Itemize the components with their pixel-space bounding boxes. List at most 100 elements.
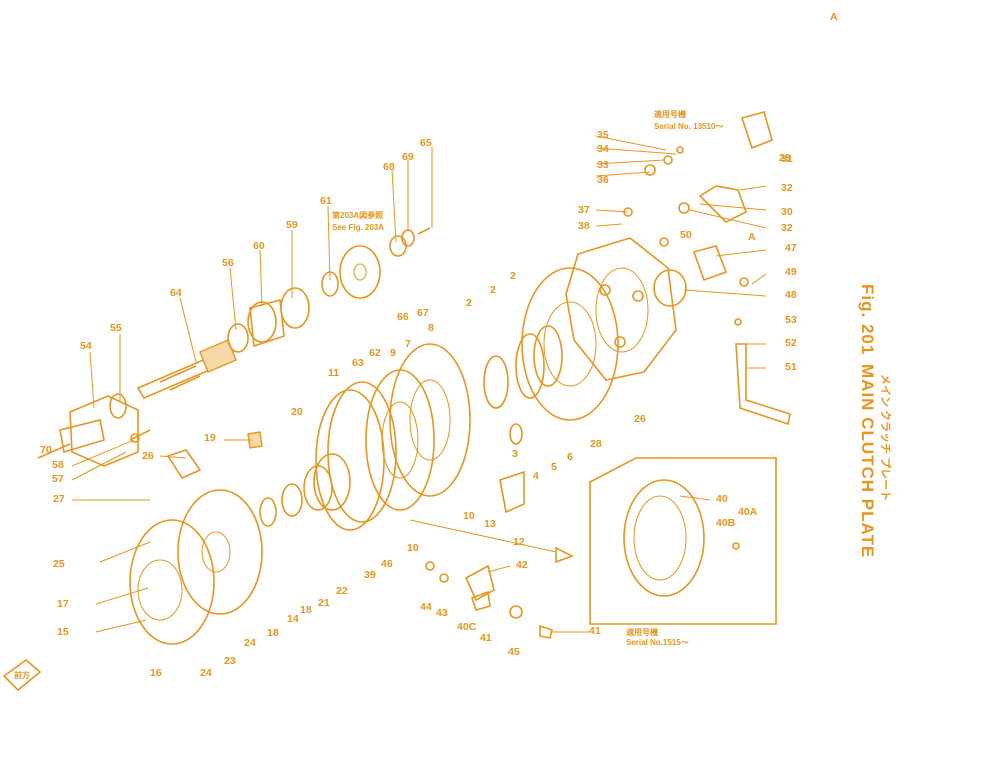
part-label-38: 38 — [578, 220, 590, 232]
part-label-28: 28 — [590, 438, 602, 450]
part-label-12: 12 — [513, 536, 525, 548]
part-label-60: 60 — [253, 240, 265, 252]
part-label-70: 70 — [40, 444, 52, 456]
serial-note-top: Serial No. 13510～ — [654, 122, 723, 131]
part-label-58: 58 — [52, 459, 64, 471]
part-label-20: 20 — [291, 406, 303, 418]
part-label-27: 27 — [53, 493, 65, 505]
clutch-housing — [565, 111, 791, 426]
part-label-39: 39 — [364, 569, 376, 581]
part-label-42: 42 — [516, 559, 528, 571]
part-label-5: 5 — [551, 461, 557, 473]
part-label-26: 26 — [142, 450, 154, 462]
part-label-29: 29 — [779, 152, 791, 164]
part-label-53: 53 — [785, 314, 797, 326]
part-label-15: 15 — [57, 626, 69, 638]
part-label-23: 23 — [224, 655, 236, 667]
part-label-55: 55 — [110, 322, 122, 334]
part-label-52: 52 — [785, 337, 797, 349]
part-label-2: 2 — [490, 284, 496, 296]
part-label-35: 35 — [597, 129, 609, 141]
part-label-13: 13 — [484, 518, 496, 530]
part-label-61: 61 — [320, 195, 332, 207]
input-shaft-assembly — [37, 227, 431, 467]
part-label-11: 11 — [328, 367, 339, 379]
part-label-37: 37 — [578, 204, 590, 216]
part-label-51: 51 — [785, 361, 797, 373]
serial-note-bottom: Serial No.1515～ — [626, 638, 689, 647]
part-label-7: 7 — [405, 338, 411, 350]
part-label-45: 45 — [508, 646, 520, 658]
part-label-2: 2 — [466, 297, 472, 309]
front-direction-arrow: 前方 — [2, 658, 42, 692]
part-label-46: 46 — [381, 558, 393, 570]
part-label-22: 22 — [336, 585, 348, 597]
part-label-68: 68 — [383, 161, 395, 173]
part-label-9: 9 — [390, 347, 396, 359]
part-label-24: 24 — [200, 667, 212, 679]
fig-number: Fig. 201 — [858, 284, 877, 355]
part-label-40: 40 — [716, 493, 728, 505]
part-label-33: 33 — [597, 159, 609, 171]
part-label-43: 43 — [436, 607, 448, 619]
part-label-40a: 40A — [738, 506, 758, 518]
part-label-44: 44 — [420, 601, 432, 613]
part-label-48: 48 — [785, 289, 797, 301]
part-label-67: 67 — [417, 307, 429, 319]
part-label-66: 66 — [397, 311, 409, 323]
part-label-18: 18 — [300, 604, 312, 616]
part-label-56: 56 — [222, 257, 234, 269]
part-label-32: 32 — [781, 182, 793, 194]
part-label-24: 24 — [244, 637, 256, 649]
part-label-31: 31 — [781, 153, 793, 165]
part-label-2: 2 — [510, 270, 516, 282]
part-label-49: 49 — [785, 266, 797, 278]
part-label-40c: 40C — [457, 621, 477, 633]
part-label-50: 50 — [680, 229, 692, 241]
see-fig-note: See Fig. 203A — [332, 223, 384, 232]
part-label-41: 41 — [480, 632, 492, 644]
fig-title-japanese: メイン クラッチ プレート — [879, 374, 893, 501]
part-label-16: 16 — [150, 667, 162, 679]
fig-title: MAIN CLUTCH PLATE — [858, 364, 877, 558]
part-label-18: 18 — [267, 627, 279, 639]
part-label-41: 41 — [589, 625, 601, 637]
part-label-25: 25 — [53, 558, 65, 570]
part-label-69: 69 — [402, 151, 414, 163]
part-label-8: 8 — [428, 322, 434, 334]
part-label-65: 65 — [420, 137, 432, 149]
part-label-a: A — [748, 231, 756, 243]
part-label-4: 4 — [533, 470, 539, 482]
serial-note-bottom-jp: 適用号機 — [626, 627, 658, 637]
inset-detail-40A — [589, 457, 777, 625]
part-label-10: 10 — [463, 510, 475, 522]
see-fig-note-jp: 第203A図参照 — [332, 210, 383, 220]
clutch-plate-stack — [315, 267, 619, 531]
part-label-32: 32 — [781, 222, 793, 234]
serial-note-top-jp: 適用号機 — [654, 109, 686, 119]
part-label-a: A — [830, 11, 838, 23]
part-label-63: 63 — [352, 357, 364, 369]
part-label-57: 57 — [52, 473, 64, 485]
part-label-36: 36 — [597, 174, 609, 186]
part-label-17: 17 — [57, 598, 69, 610]
part-label-19: 19 — [204, 432, 216, 444]
part-label-21: 21 — [318, 597, 330, 609]
part-label-10: 10 — [407, 542, 419, 554]
part-label-26: 26 — [634, 413, 646, 425]
clutch-disc-assembly — [129, 431, 351, 645]
part-label-64: 64 — [170, 287, 182, 299]
leader-lines — [71, 135, 767, 633]
part-label-3: 3 — [512, 448, 518, 460]
part-label-62: 62 — [369, 347, 381, 359]
part-label-54: 54 — [80, 340, 92, 352]
part-label-40b: 40B — [716, 517, 736, 529]
part-label-14: 14 — [287, 613, 299, 625]
part-label-34: 34 — [597, 143, 609, 155]
part-label-30: 30 — [781, 206, 793, 218]
part-label-59: 59 — [286, 219, 298, 231]
release-fork-parts — [409, 470, 574, 639]
part-label-6: 6 — [567, 451, 573, 463]
